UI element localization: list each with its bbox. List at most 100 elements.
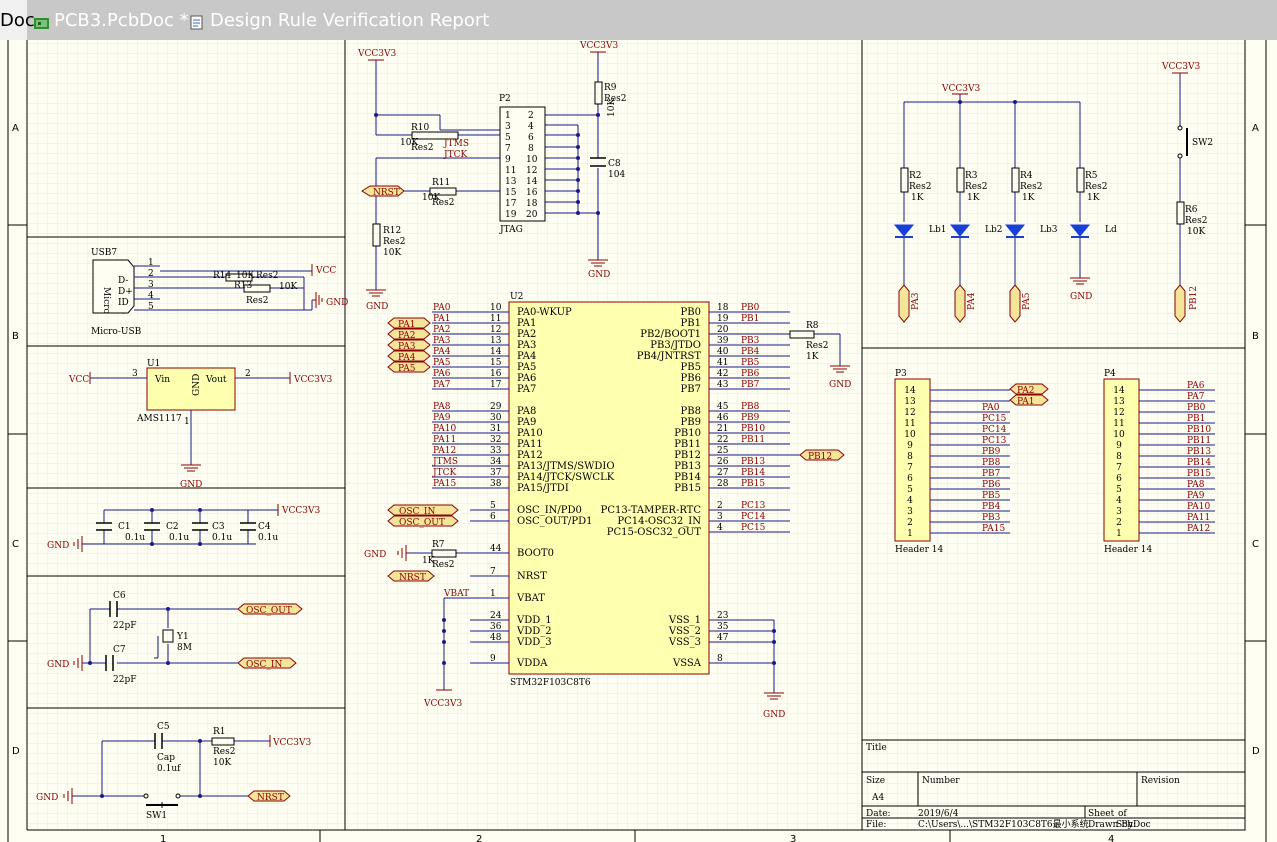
header-p4-body xyxy=(1103,378,1140,542)
led-lb3 xyxy=(1004,224,1026,237)
svg-text:GND: GND xyxy=(192,374,202,396)
resistor-r12 xyxy=(372,223,381,247)
pin-name: OSC_OUT/PD1 xyxy=(517,516,592,527)
svg-text:10K: 10K xyxy=(422,193,440,203)
zone-row-c: C xyxy=(12,539,19,550)
zone-col-2: 2 xyxy=(476,834,482,842)
net-jtck: JTCK xyxy=(443,150,467,160)
header-net-label: PB4 xyxy=(982,502,1001,512)
svg-text:C5: C5 xyxy=(157,722,170,732)
report-document-icon xyxy=(190,14,205,29)
svg-text:1K: 1K xyxy=(911,193,924,203)
svg-text:PA2: PA2 xyxy=(398,331,415,341)
pin-number: 11 xyxy=(490,314,501,324)
port-pb12-mcu xyxy=(799,449,845,461)
decoupling-caps-section: C10.1u C20.1u C30.1u C40.1u VCC3V3 GND xyxy=(47,504,320,552)
gnd-symbol-reset xyxy=(63,788,73,804)
pin-name: PB10 xyxy=(674,428,701,439)
pin-name: PB13 xyxy=(674,461,701,472)
resistor-r4 xyxy=(1011,167,1020,193)
svg-text:OSC_OUT: OSC_OUT xyxy=(399,518,445,528)
pin-name: PA14/JTCK/SWCLK xyxy=(517,472,615,483)
pin-net-label: PA10 xyxy=(433,424,456,434)
svg-text:17: 17 xyxy=(505,199,517,209)
svg-text:OSC_IN: OSC_IN xyxy=(399,507,435,517)
gnd-symbol-crystal xyxy=(73,655,83,671)
svg-text:R7: R7 xyxy=(432,540,445,550)
pin-number: 6 xyxy=(490,512,496,522)
port-nrst-reset xyxy=(247,790,291,802)
pin-number: 18 xyxy=(717,303,729,313)
svg-text:0.1u: 0.1u xyxy=(258,533,278,543)
header-net-label: PB13 xyxy=(1187,447,1211,457)
svg-text:18: 18 xyxy=(526,199,538,209)
pin-number: 47 xyxy=(717,633,729,643)
svg-text:R10: R10 xyxy=(411,123,430,133)
gnd-symbol-c8 xyxy=(588,259,608,267)
pin-net-label: PC15 xyxy=(741,523,766,533)
tab-drc-report[interactable]: Design Rule Verification Report xyxy=(190,0,489,40)
tab-label: Doc xyxy=(0,9,35,31)
svg-text:11: 11 xyxy=(505,166,516,176)
pin-net-label: PA2 xyxy=(433,325,450,335)
vcc-reg: VCC xyxy=(68,375,89,385)
gnd-symbol-r8 xyxy=(830,365,850,373)
gnd-symbol-jtag xyxy=(366,289,386,297)
pin-name: PA1 xyxy=(517,318,536,329)
vcc3v3-caps: VCC3V3 xyxy=(281,506,320,516)
svg-text:Revision: Revision xyxy=(1141,776,1180,786)
tab-schdoc[interactable]: Doc xyxy=(0,0,35,40)
pin-number: 36 xyxy=(490,622,502,632)
pin-name: PB6 xyxy=(681,373,701,384)
port-pa3-led xyxy=(898,284,910,323)
pin-net-label: PB11 xyxy=(741,435,765,445)
svg-text:Sheet: Sheet xyxy=(1088,809,1115,819)
header-pin-number: 13 xyxy=(1113,397,1125,407)
pin-net-label: PB9 xyxy=(741,413,760,423)
svg-text:Lb1: Lb1 xyxy=(929,225,946,235)
schematic-sheet[interactable]: A B C D A B C D 1 2 3 4 xyxy=(0,40,1277,842)
tab-pcb3[interactable]: PCB3.PcbDoc * xyxy=(34,0,189,40)
pin-net-label: PA3 xyxy=(433,336,451,346)
svg-text:C:\Users\...\STM32F103C8T6最小系统: C:\Users\...\STM32F103C8T6最小系统 xyxy=(918,818,1089,830)
svg-text:GND: GND xyxy=(47,541,69,551)
pin-number: 15 xyxy=(490,358,502,368)
pin-net-label: PA7 xyxy=(433,380,451,390)
resistor-r6 xyxy=(1176,201,1185,225)
svg-text:4: 4 xyxy=(528,122,534,132)
ams1117-name: AMS1117 xyxy=(136,414,182,424)
svg-text:Res2: Res2 xyxy=(246,296,268,306)
gnd-symbol-reg xyxy=(181,464,201,472)
svg-text:C8: C8 xyxy=(608,159,621,169)
led-lb2 xyxy=(949,224,971,237)
svg-text:2: 2 xyxy=(245,369,251,379)
header-pin-number: 6 xyxy=(907,474,913,484)
pin-name: VDD_3 xyxy=(516,637,552,648)
svg-text:Number: Number xyxy=(922,776,960,786)
port-nrst-jtag xyxy=(361,185,405,197)
svg-text:GND: GND xyxy=(180,480,202,490)
cap-c3-ref: C3 xyxy=(212,522,225,532)
jtag-left-pins: 1 3 5 7 9 11 13 15 17 19 xyxy=(505,111,517,220)
regulator-section: U1 Vin Vout GND AMS1117 3 2 1 VCC VCC3V3… xyxy=(68,359,332,490)
net-jtms: JTMS xyxy=(443,139,469,149)
pin-net-label: PB15 xyxy=(741,479,765,489)
svg-text:PA4: PA4 xyxy=(398,353,416,363)
header-pin-number: 12 xyxy=(1113,408,1124,418)
pin-number: 20 xyxy=(717,325,729,335)
header-net-label: PA15 xyxy=(982,524,1005,534)
